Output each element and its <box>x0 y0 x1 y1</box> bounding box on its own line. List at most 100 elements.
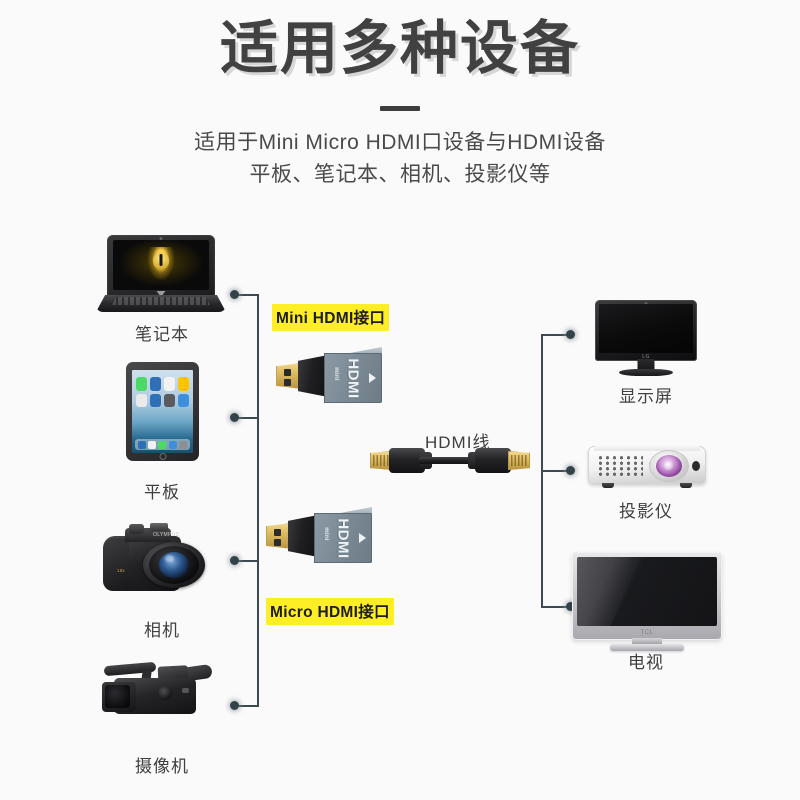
tablet-app-grid <box>136 377 189 407</box>
projector-top <box>594 444 700 451</box>
monitor-illustration: LG <box>595 300 697 378</box>
adapter-pin <box>274 529 281 536</box>
laptop-keyboard <box>112 297 210 305</box>
cable-connector-left-gold <box>370 451 392 470</box>
tv-screen-glare <box>577 557 642 626</box>
left-branch-camcorder <box>238 705 259 707</box>
micro-hdmi-adapter-illustration: HDMI mini <box>266 505 376 567</box>
laptop-webcam-icon <box>159 237 163 240</box>
device-label-camcorder: 摄像机 <box>135 757 189 776</box>
cable-connector-right-shell <box>475 448 511 473</box>
monitor-bezel: LG <box>595 300 697 361</box>
laptop-screen <box>113 240 209 290</box>
adapter-arrow-icon <box>369 373 376 383</box>
projector-illustration: VIVIBRIGHT <box>588 440 706 492</box>
left-branch-tablet <box>238 417 259 419</box>
tablet-dock <box>135 439 190 450</box>
tag-mini-hdmi: Mini HDMI接口 <box>272 304 390 331</box>
camera-badge-text: 18x <box>117 568 125 573</box>
app-icon <box>178 393 189 407</box>
dock-icon <box>178 440 187 449</box>
camera-mode-dial <box>129 524 144 534</box>
camera-lens-glint <box>165 555 174 562</box>
monitor-stand-neck <box>637 359 655 370</box>
device-label-laptop: 笔记本 <box>135 325 189 344</box>
adapter-neck <box>288 515 318 557</box>
camera-illustration: OLYMPUS 18x <box>103 522 213 598</box>
device-label-projector: 投影仪 <box>619 502 673 521</box>
left-branch-laptop <box>238 294 259 296</box>
app-icon <box>150 393 161 407</box>
tv-stand-base <box>610 644 684 651</box>
monitor-stand-base <box>619 369 673 376</box>
device-label-monitor: 显示屏 <box>619 387 673 406</box>
right-branch-monitor <box>541 334 571 336</box>
projector-vents <box>597 455 643 477</box>
app-icon <box>178 377 189 391</box>
subtitle-line-1: 适用于Mini Micro HDMI口设备与HDMI设备 <box>194 130 606 154</box>
cable-label: HDMI线 <box>425 433 491 452</box>
tablet-home-button <box>159 452 166 460</box>
adapter-pin <box>284 369 291 376</box>
right-branch-tv <box>541 606 571 608</box>
app-icon <box>136 377 147 391</box>
monitor-screen <box>599 304 693 353</box>
app-icon <box>164 377 175 391</box>
adapter-pin <box>284 379 291 386</box>
device-label-tablet: 平板 <box>144 483 180 502</box>
dock-icon <box>158 440 167 449</box>
camera-flash <box>150 523 168 531</box>
subtitle-line-2: 平板、笔记本、相机、投影仪等 <box>249 163 551 187</box>
device-label-camera: 相机 <box>144 621 180 640</box>
camcorder-lens <box>105 685 130 708</box>
laptop-illustration <box>96 235 226 315</box>
left-connector-spine <box>257 294 259 706</box>
adapter-neck <box>298 355 328 397</box>
camera-brand-text: OLYMPUS <box>153 532 180 538</box>
tablet-illustration <box>126 362 199 461</box>
node-camcorder <box>230 701 239 710</box>
node-projector <box>566 466 575 475</box>
adapter-mini-label: mini <box>322 527 329 541</box>
device-label-tv: 电视 <box>628 653 664 672</box>
projector-foot <box>602 483 614 488</box>
page-title: 适用多种设备 <box>219 16 580 81</box>
node-camera <box>230 556 239 565</box>
adapter-hdmi-label: HDMI <box>334 517 352 559</box>
monitor-brand-text: LG <box>642 354 650 360</box>
dock-icon <box>168 440 177 449</box>
dock-icon <box>138 440 147 449</box>
adapter-pin <box>274 539 281 546</box>
adapter-hdmi-label: HDMI <box>344 357 362 399</box>
left-branch-camera <box>238 560 259 562</box>
node-tablet <box>230 413 239 422</box>
tv-bezel: TCL <box>572 552 722 640</box>
node-laptop <box>230 290 239 299</box>
camera-lens-glass <box>159 552 189 578</box>
dock-icon <box>148 440 157 449</box>
projector-ir-sensor <box>692 461 700 471</box>
node-monitor <box>566 330 575 339</box>
monitor-camera-icon <box>644 301 648 305</box>
hdmi-cable-illustration <box>370 447 530 475</box>
laptop-brand-logo-icon <box>156 291 166 297</box>
node-tv <box>566 602 575 611</box>
camcorder-zoom-ring <box>158 686 172 700</box>
cable-wire <box>418 457 482 464</box>
page-header: 适用多种设备 适用于Mini Micro HDMI口设备与HDMI设备 平板、笔… <box>0 0 800 192</box>
alien-head-logo-icon <box>147 247 175 281</box>
camera-grip <box>103 538 129 590</box>
right-branch-projector <box>541 470 571 472</box>
app-icon <box>164 393 175 407</box>
camcorder-record-button <box>182 688 189 693</box>
mini-hdmi-adapter-illustration: HDMI mini <box>276 345 386 407</box>
tv-screen <box>577 557 717 626</box>
title-divider <box>380 105 420 111</box>
laptop-lid <box>107 235 215 298</box>
app-icon <box>136 393 147 407</box>
app-icon <box>150 377 161 391</box>
projector-lens-core <box>663 460 675 472</box>
tv-stand-neck <box>632 638 662 645</box>
tv-brand-text: TCL <box>640 630 654 636</box>
